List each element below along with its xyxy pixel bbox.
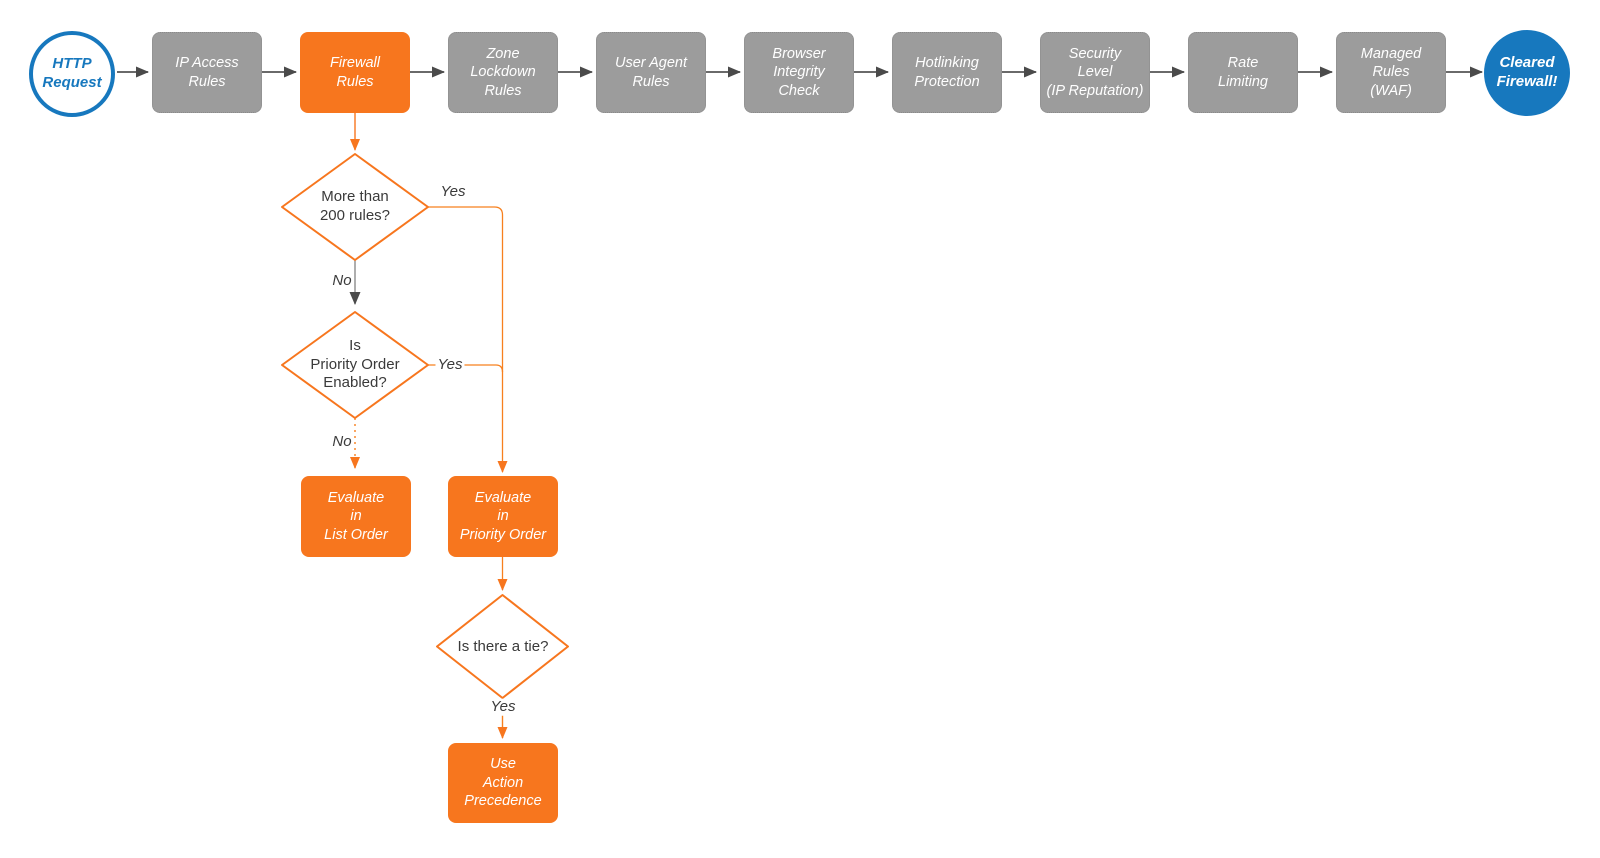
node-ip-access-rules: IP Access Rules: [152, 32, 262, 113]
node-user-agent-rules-label: User Agent Rules: [615, 54, 687, 90]
node-managed-rules-waf-label: Managed Rules (WAF): [1360, 45, 1422, 99]
node-http-request: HTTP Request: [29, 31, 115, 117]
edge-label-yes-1: Yes: [438, 182, 468, 201]
node-firewall-rules-label: Firewall Rules: [330, 54, 380, 90]
branch-connectors: [349, 113, 508, 739]
node-evaluate-priority-order-label: Evaluate in Priority Order: [459, 489, 547, 543]
node-user-agent-rules: User Agent Rules: [596, 32, 706, 113]
decision-more-than-200-question: More than 200 rules?: [319, 188, 391, 224]
node-managed-rules-waf: Managed Rules (WAF): [1336, 32, 1446, 113]
node-hotlinking-protection-label: Hotlinking Protection: [914, 54, 980, 90]
node-cleared-firewall-label: Cleared Firewall!: [1496, 54, 1558, 90]
node-evaluate-priority-order: Evaluate in Priority Order: [448, 476, 558, 557]
node-ip-access-rules-label: IP Access Rules: [175, 54, 239, 90]
node-hotlinking-protection: Hotlinking Protection: [892, 32, 1002, 113]
edge-label-no-1: No: [330, 271, 354, 290]
node-browser-integrity-check: Browser Integrity Check: [744, 32, 854, 113]
node-evaluate-list-order: Evaluate in List Order: [301, 476, 411, 557]
node-evaluate-list-order-label: Evaluate in List Order: [324, 489, 388, 543]
edge-label-yes-3: Yes: [488, 697, 518, 716]
edge-label-yes-2: Yes: [435, 355, 465, 374]
node-use-action-precedence: Use Action Precedence: [448, 743, 558, 823]
node-zone-lockdown-rules-label: Zone Lockdown Rules: [470, 45, 536, 99]
node-http-request-label: HTTP Request: [42, 55, 102, 91]
decision-priority-enabled-shape: [281, 311, 429, 419]
node-security-level-label: Security Level (IP Reputation): [1046, 45, 1144, 99]
decision-priority-enabled: Is Priority Order Enabled?: [285, 335, 425, 395]
node-firewall-rules: Firewall Rules: [300, 32, 410, 113]
decision-tie-shape: [436, 594, 569, 699]
node-rate-limiting-label: Rate Limiting: [1218, 54, 1268, 90]
node-zone-lockdown-rules: Zone Lockdown Rules: [448, 32, 558, 113]
decision-priority-enabled-question: Is Priority Order Enabled?: [310, 336, 400, 392]
edge-label-no-2: No: [330, 432, 354, 451]
decision-tie: Is there a tie?: [433, 632, 573, 662]
decision-tie-question: Is there a tie?: [457, 637, 549, 655]
node-rate-limiting: Rate Limiting: [1188, 32, 1298, 113]
node-security-level: Security Level (IP Reputation): [1040, 32, 1150, 113]
node-cleared-firewall: Cleared Firewall!: [1484, 30, 1570, 116]
decision-more-than-200-shape: [281, 153, 429, 261]
node-browser-integrity-check-label: Browser Integrity Check: [772, 45, 826, 99]
node-use-action-precedence-label: Use Action Precedence: [464, 756, 542, 810]
decision-more-than-200: More than 200 rules?: [285, 177, 425, 237]
